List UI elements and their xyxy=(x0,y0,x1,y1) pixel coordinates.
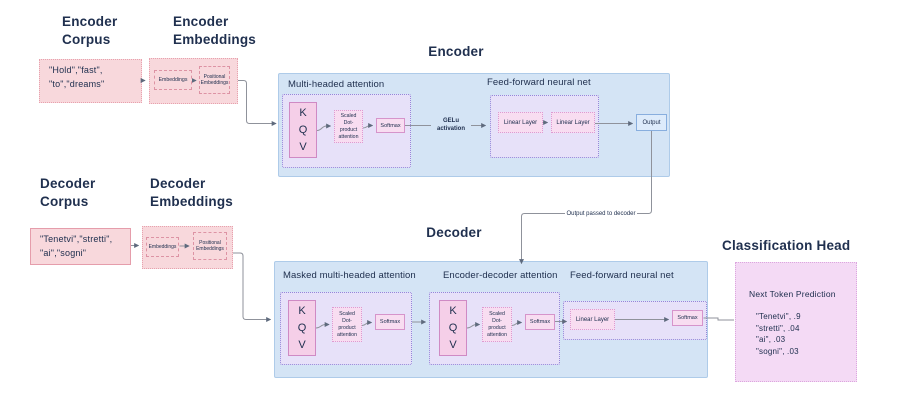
decoder-positional-embeddings-box: Positional Embeddings xyxy=(193,232,227,260)
wire-dec-kqv3-to-scaled3 xyxy=(466,322,481,329)
encoder-kqv-box: K Q V xyxy=(289,102,317,158)
prediction-list: "Tenetvi", .9 "stretti", .04 "ai", .03 "… xyxy=(756,311,801,357)
encoder-corpus-title: Encoder Corpus xyxy=(62,14,118,47)
prediction-item: "ai", .03 xyxy=(756,335,786,344)
prediction-item: "Tenetvi", .9 xyxy=(756,312,801,321)
wire-dec-scaled3-to-softmax3 xyxy=(511,320,523,326)
decoder-encdec-softmax-box: Softmax xyxy=(525,314,555,330)
encoder-corpus-box xyxy=(39,59,142,103)
encoder-positional-embeddings-box: Positional Embeddings xyxy=(199,66,230,94)
wire-dec-kqv2-to-scaled2 xyxy=(315,322,330,329)
encoder-mha-label: Multi-headed attention xyxy=(288,79,385,90)
decoder-softmax-box: Softmax xyxy=(672,310,703,326)
decoder-masked-mha-label: Masked multi-headed attention xyxy=(283,270,416,281)
classification-head-title: Classification Head xyxy=(722,238,851,253)
decoder-embeddings-inner-box: Embeddings xyxy=(146,237,179,257)
encoder-embeddings-inner-box: Embeddings xyxy=(154,70,192,90)
encoder-scaled-dot-product-box: Scaled Dot- product attention xyxy=(334,110,363,143)
encoder-softmax-box: Softmax xyxy=(376,118,405,133)
wire-output-to-decoder xyxy=(519,131,652,265)
decoder-corpus-tokens: "Tenetvi","stretti", "ai","sogni" xyxy=(40,234,113,258)
decoder-corpus-title: Decoder Corpus xyxy=(40,176,96,209)
encoder-corpus-tokens: "Hold","fast", "to","dreams" xyxy=(49,65,105,89)
wire-enc-scaled-to-softmax xyxy=(362,123,374,129)
next-token-prediction-heading: Next Token Prediction xyxy=(749,289,836,299)
wire-dec-embeddings-to-decoder xyxy=(233,252,272,322)
decoder-embeddings-title: Decoder Embeddings xyxy=(150,176,234,209)
encoder-title: Encoder xyxy=(428,44,484,59)
decoder-masked-kqv-box: K Q V xyxy=(288,300,316,356)
prediction-item: "stretti", .04 xyxy=(756,323,800,333)
output-passed-to-decoder-label: Output passed to decoder xyxy=(565,209,637,218)
decoder-masked-softmax-box: Softmax xyxy=(375,314,405,330)
decoder-linear-layer: Linear Layer xyxy=(570,309,615,330)
decoder-ffn-label: Feed-forward neural net xyxy=(570,270,674,281)
decoder-encdec-attention-label: Encoder-decoder attention xyxy=(443,270,558,281)
encoder-linear-layer-2: Linear Layer xyxy=(551,112,595,133)
wire-enc-embeddings-to-encoder xyxy=(238,80,277,126)
wire-softmax-to-classification xyxy=(703,317,734,321)
wire-enc-kqv-to-scaled xyxy=(316,123,332,131)
decoder-title: Decoder xyxy=(426,225,482,240)
encoder-linear-layer-1: Linear Layer xyxy=(498,112,543,133)
decoder-corpus-box xyxy=(30,228,131,265)
gelu-activation-label: GELu activation xyxy=(431,117,471,134)
encoder-ffn-label: Feed-forward neural net xyxy=(487,77,591,88)
decoder-masked-scaled-dot-product-box: Scaled Dot- product attention xyxy=(332,307,362,342)
decoder-encdec-kqv-box: K Q V xyxy=(439,300,467,356)
encoder-output-box: Output xyxy=(636,114,667,131)
encoder-embeddings-title: Encoder Embeddings xyxy=(173,14,257,47)
prediction-item: "sogni", .03 xyxy=(756,346,799,356)
wire-dec-scaled2-to-softmax2 xyxy=(361,320,373,326)
classification-head-box xyxy=(735,262,857,382)
decoder-encdec-scaled-dot-product-box: Scaled Dot- product attention xyxy=(482,307,512,342)
